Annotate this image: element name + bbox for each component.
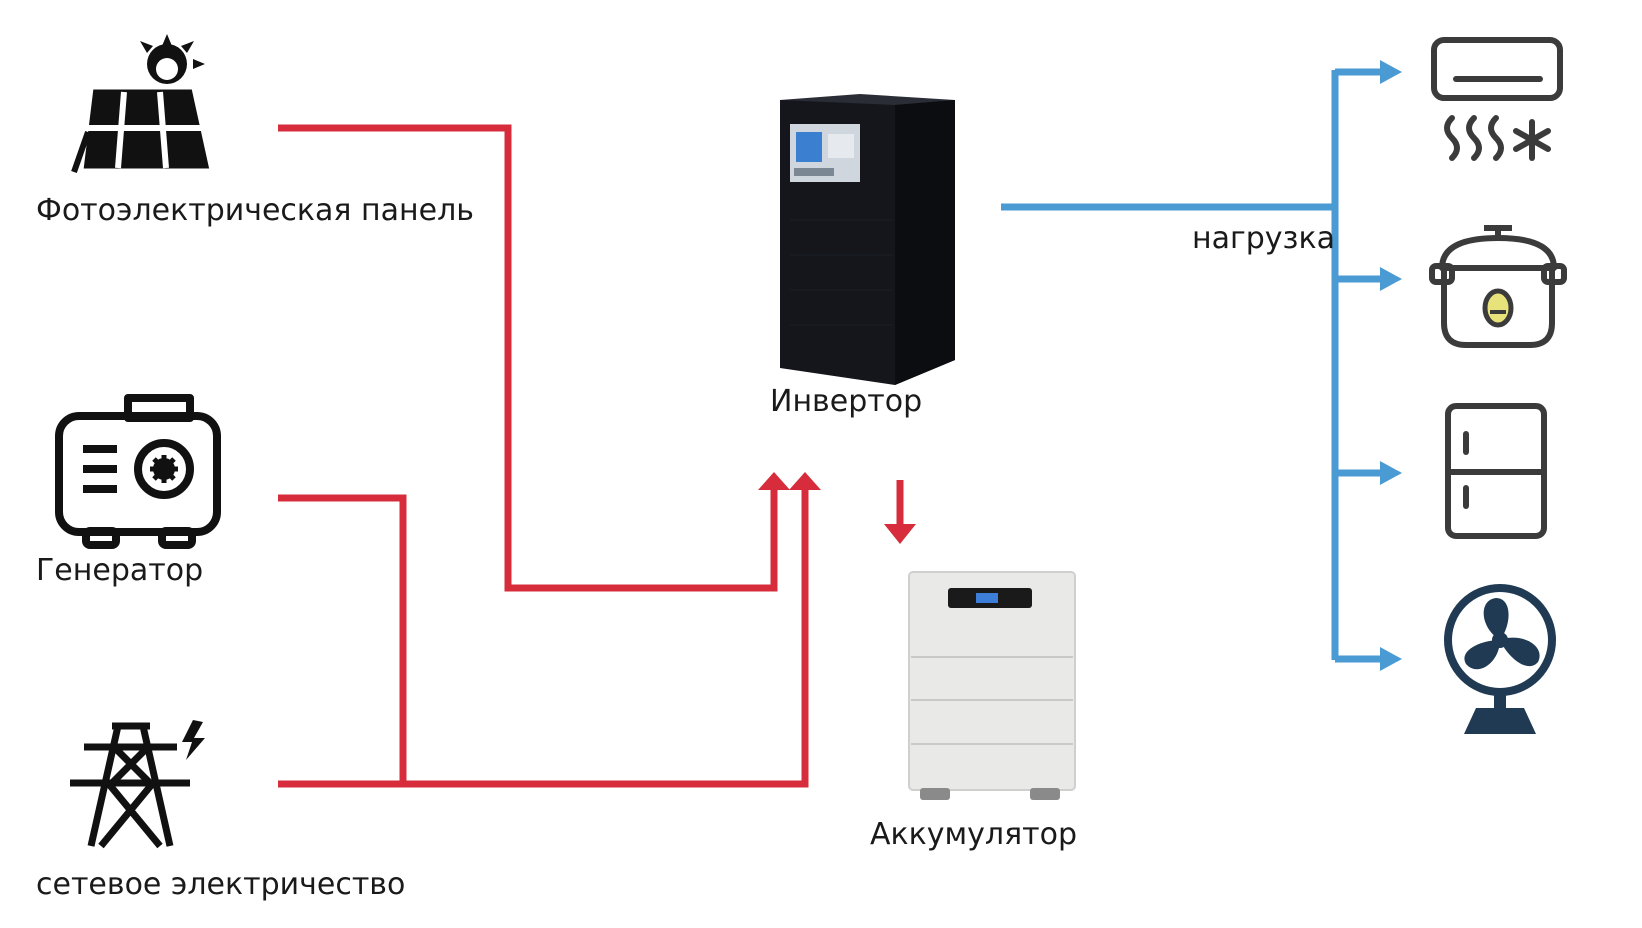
battery-label: Аккумулятор — [870, 817, 1077, 852]
inverter-cabinet — [780, 94, 955, 385]
pv-panel-label: Фотоэлектрическая панель — [36, 193, 474, 228]
load-label: нагрузка — [1192, 221, 1336, 256]
input-arrowheads — [758, 472, 916, 544]
power-tower-icon — [70, 720, 205, 849]
output-lines — [1001, 68, 1385, 663]
arrow-cooker — [1380, 267, 1402, 291]
arrow-fridge — [1380, 461, 1402, 485]
pv-arrowhead — [758, 472, 790, 490]
generator-to-inverter-line — [278, 494, 407, 784]
battery-stack — [908, 571, 1076, 800]
pv-to-inverter-line — [278, 124, 778, 592]
grid-to-inverter-line — [278, 486, 809, 788]
battery-arrowhead — [884, 524, 916, 544]
air-conditioner-icon — [1431, 37, 1563, 161]
arrow-ac — [1380, 60, 1402, 84]
output-arrowheads — [1380, 60, 1402, 671]
inverter-screen — [796, 132, 822, 162]
arrow-fan — [1380, 647, 1402, 671]
input-lines — [278, 124, 904, 788]
grid-label: сетевое электричество — [36, 867, 406, 902]
generator-label: Генератор — [36, 553, 204, 588]
inverter-label: Инвертор — [770, 384, 923, 419]
refrigerator-icon — [1445, 403, 1547, 539]
generator-icon — [55, 394, 221, 549]
fan-icon — [1444, 584, 1556, 734]
solar-panel-icon — [71, 34, 213, 173]
rice-cooker-icon — [1429, 225, 1567, 348]
grid-arrowhead — [789, 472, 821, 490]
